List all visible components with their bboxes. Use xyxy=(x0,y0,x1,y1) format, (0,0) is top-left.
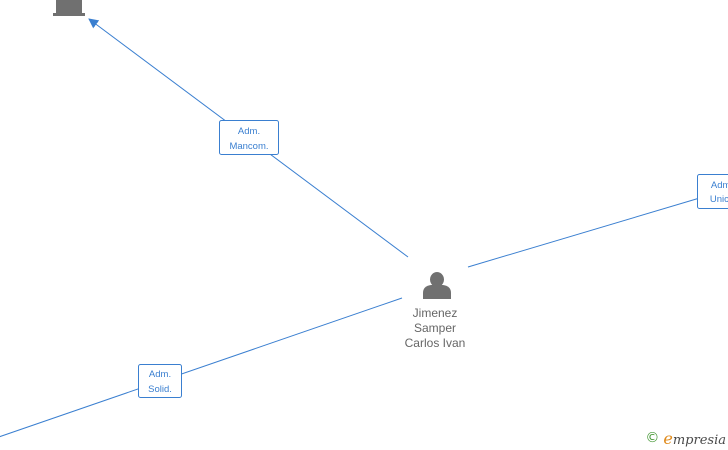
brand-rest: mpresia xyxy=(672,432,726,448)
relation-badge-mancom[interactable]: Adm. Mancom. xyxy=(219,120,279,155)
relation-badge-line: Adm. xyxy=(149,369,171,380)
relation-badge-unico[interactable]: Adm. Unico xyxy=(697,174,728,209)
copyright-icon: © xyxy=(645,430,660,446)
person-name-line: Jimenez xyxy=(413,306,458,320)
edge-solid xyxy=(0,297,403,438)
building-icon[interactable] xyxy=(53,0,85,16)
empresia-watermark: © empresia xyxy=(645,429,726,448)
relation-badge-line: Mancom. xyxy=(229,141,268,152)
person-name-line: Carlos Ivan xyxy=(405,336,466,350)
relation-badge-line: Solid. xyxy=(148,384,172,395)
relation-badge-line: Adm. xyxy=(711,180,728,191)
brand-logo: empresia xyxy=(663,429,726,448)
relation-badge-solid[interactable]: Adm. Solid. xyxy=(138,364,182,398)
relation-badge-line: Unico xyxy=(710,194,728,205)
person-name-line: Samper xyxy=(414,321,456,335)
brand-initial: e xyxy=(663,428,673,448)
edge-unico xyxy=(467,189,728,268)
person-icon xyxy=(423,272,451,299)
person-node[interactable]: Jimenez Samper Carlos Ivan xyxy=(405,272,466,350)
relation-badge-line: Adm. xyxy=(238,126,260,137)
